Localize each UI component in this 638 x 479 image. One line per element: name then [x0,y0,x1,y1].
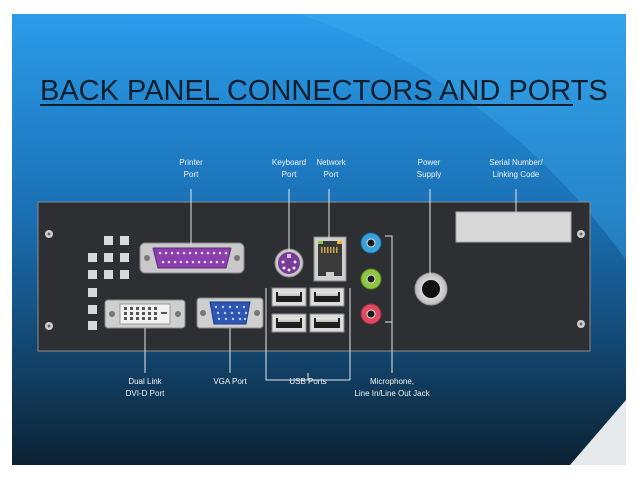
usb-port-icon [309,287,345,307]
label-printer-port-line1: Printer [179,158,203,167]
label-keyboard-port-line2: Port [282,170,297,179]
label-printer-port-line2: Port [184,170,199,179]
audio-jack-blue-icon [360,232,382,254]
label-audio-line1: Microphone, [370,377,414,386]
label-serial-number-line2: Linking Code [493,170,540,179]
screw-icon [45,230,53,238]
vent-grid [88,236,129,330]
label-network-port-line2: Port [324,170,339,179]
usb-port-icon [309,313,345,333]
title-underline [40,104,573,106]
label-power-supply-line1: Power [418,158,441,167]
usb-port-icon [271,287,307,307]
vga-port-icon [196,297,264,329]
label-usb-ports: USB Ports [289,377,326,386]
usb-port-icon [271,313,307,333]
slide-title: BACK PANEL CONNECTORS AND PORTS [40,75,608,107]
label-network-port-line1: Network [316,158,346,167]
slide-corner-fold [570,400,626,465]
label-dvi-port-line1: Dual Link [128,377,162,386]
label-power-supply-line2: Supply [417,170,441,179]
label-serial-number-line1: Serial Number/ [489,158,543,167]
callout-lines-top [190,189,517,275]
screw-icon [45,322,53,330]
label-vga-port: VGA Port [213,377,247,386]
label-audio-line2: Line In/Line Out Jack [354,389,430,398]
screw-icon [577,230,585,238]
label-dvi-port-line2: DVI-D Port [126,389,165,398]
power-connector-icon [414,272,448,306]
printer-port-icon [139,242,245,274]
label-keyboard-port-line1: Keyboard [272,158,306,167]
audio-jack-green-icon [360,268,382,290]
audio-jack-pink-icon [360,303,382,325]
screw-icon [577,320,585,328]
slide-curve-decoration [300,14,626,260]
keyboard-port-icon [274,248,304,278]
dvi-port-icon [104,299,186,329]
callout-lines-bottom [144,235,393,381]
network-port-icon [313,236,347,282]
serial-number-plate [455,211,572,243]
